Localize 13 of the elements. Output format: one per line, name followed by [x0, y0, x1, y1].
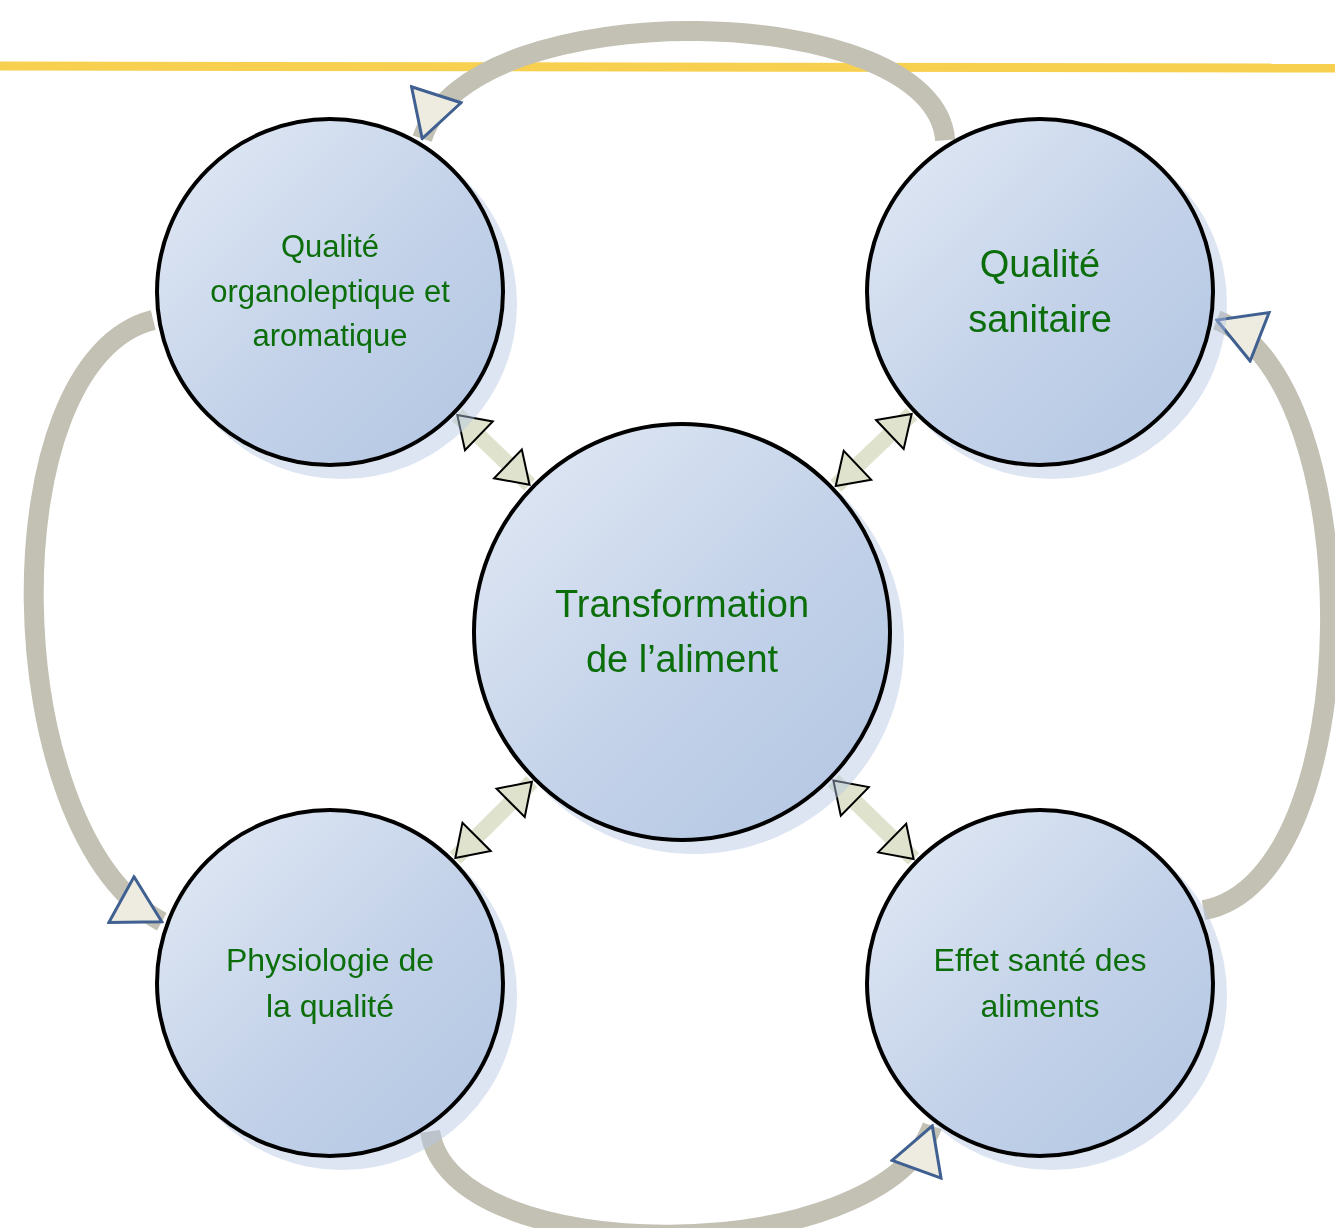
double-arrow	[451, 409, 536, 491]
double-arrow	[830, 408, 918, 492]
topic-label: Qualité organoleptique et aromatique	[209, 227, 451, 356]
topic-label: Transformation de l’aliment	[553, 581, 811, 682]
topic-label: Qualité sanitaire	[967, 241, 1113, 342]
topic-label: Physiologie de la qualité	[224, 940, 436, 1026]
double-arrow	[449, 776, 538, 864]
double-arrow	[827, 774, 920, 865]
curved-arrow	[1199, 311, 1335, 920]
curved-arrow	[23, 311, 168, 930]
curved-arrow	[420, 1120, 941, 1228]
curved-arrow	[413, 21, 955, 144]
topic-label: Effet santé des aliments	[932, 940, 1148, 1026]
